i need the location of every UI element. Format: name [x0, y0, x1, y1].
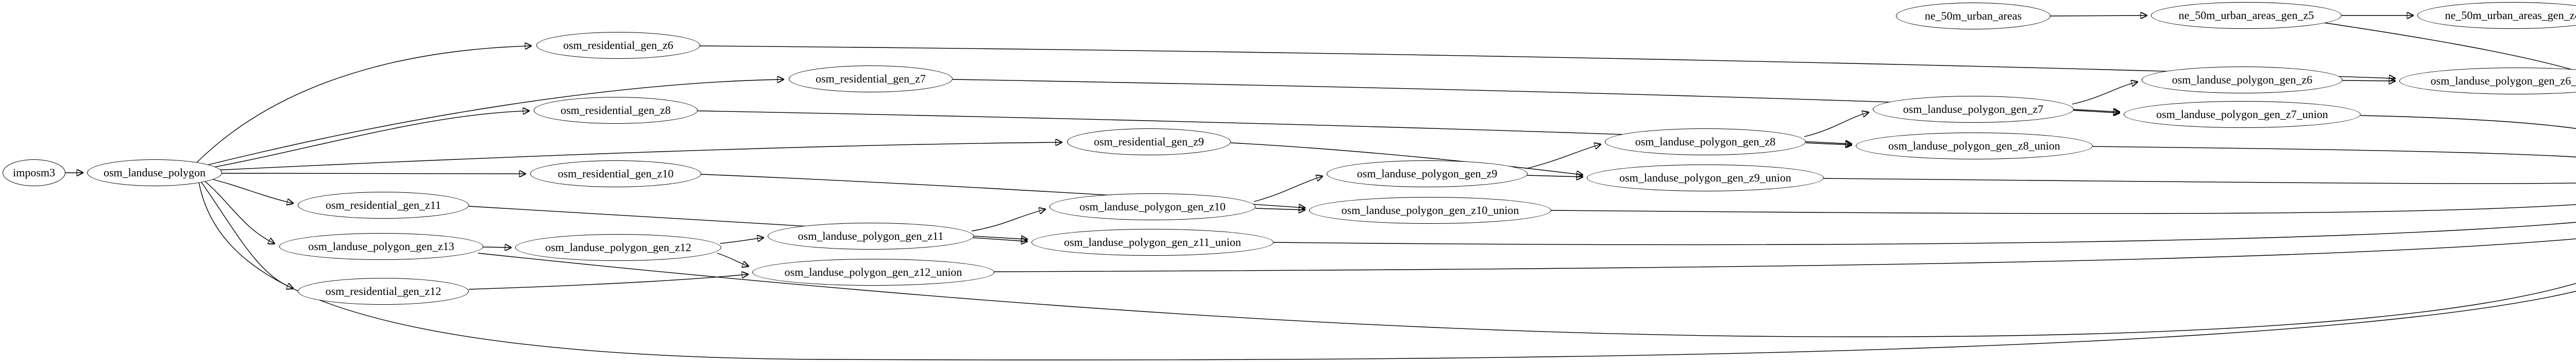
edge-osm_landuse_polygon_gen_z13-to-osm_landuse_polygon_gen_z12: [483, 247, 511, 248]
node-label: osm_landuse_polygon_gen_z12_union: [784, 266, 962, 278]
node-osm_landuse_polygon_gen_z9: osm_landuse_polygon_gen_z9: [1327, 160, 1528, 187]
edge-osm_landuse_polygon_gen_z10_union-to-layer_landuse-z10: [1551, 204, 2576, 214]
edge-osm_landuse_polygon_gen_z12_union-to-layer_landuse-z12: [994, 238, 2576, 272]
node-label: osm_residential_gen_z8: [561, 104, 671, 117]
node-osm_residential_gen_z9: osm_residential_gen_z9: [1067, 128, 1231, 155]
node-label: osm_landuse_polygon_gen_z7_union: [2156, 108, 2328, 121]
edge-osm_landuse_polygon_gen_z7_union-to-layer_landuse-z7: [2360, 115, 2576, 129]
node-label: osm_landuse_polygon_gen_z8: [1635, 135, 1776, 148]
edge-osm_landuse_polygon-to-osm_landuse_polygon_gen_z13: [203, 179, 274, 243]
node-label: osm_residential_gen_z7: [816, 72, 926, 85]
edge-osm_landuse_polygon_gen_z12-to-osm_landuse_polygon_gen_z11: [720, 238, 763, 244]
node-osm_residential_gen_z11: osm_residential_gen_z11: [298, 192, 469, 219]
node-osm_residential_gen_z10: osm_residential_gen_z10: [530, 160, 701, 187]
edge-osm_residential_gen_z6-to-osm_landuse_polygon_gen_z6_union: [700, 45, 2395, 78]
edge-osm_landuse_polygon_gen_z8-to-osm_landuse_polygon_gen_z8_union: [1805, 143, 1851, 145]
node-osm_landuse_polygon: osm_landuse_polygon: [87, 159, 222, 186]
node-label: osm_residential_gen_z12: [325, 285, 442, 298]
node-label: osm_residential_gen_z10: [557, 167, 674, 180]
node-label: ne_50m_urban_areas: [1924, 9, 2022, 22]
node-label: osm_landuse_polygon_gen_z11: [798, 229, 944, 242]
edge-ne_50m_urban_areas-to-ne_50m_urban_areas_gen_z5: [2050, 15, 2146, 16]
node-osm_landuse_polygon_gen_z13: osm_landuse_polygon_gen_z13: [279, 233, 483, 260]
node-label: osm_landuse_polygon_gen_z6_union: [2430, 74, 2576, 87]
node-osm_landuse_polygon_gen_z7_union: osm_landuse_polygon_gen_z7_union: [2124, 101, 2361, 128]
edge-osm_residential_gen_z12-to-osm_landuse_polygon_gen_z12_union: [468, 274, 748, 290]
edge-osm_landuse_polygon_gen_z13-to-layer_landuse-z13: [478, 253, 2576, 337]
edge-osm_landuse_polygon-to-osm_residential_gen_z7: [205, 79, 783, 166]
edge-osm_landuse_polygon-to-osm_residential_gen_z12: [200, 181, 293, 288]
edge-osm_landuse_polygon-to-osm_residential_gen_z8: [208, 111, 529, 169]
node-osm_landuse_polygon_gen_z11: osm_landuse_polygon_gen_z11: [768, 223, 974, 250]
node-osm_landuse_polygon_gen_z10: osm_landuse_polygon_gen_z10: [1049, 193, 1256, 220]
node-label: osm_landuse_polygon_gen_z11_union: [1064, 236, 1241, 249]
edge-osm_landuse_polygon_gen_z9-to-osm_landuse_polygon_gen_z8: [1526, 144, 1600, 169]
edge-osm_landuse_polygon_gen_z11-to-osm_landuse_polygon_gen_z11_union: [973, 237, 1027, 241]
edge-osm_landuse_polygon_gen_z11-to-osm_landuse_polygon_gen_z10: [971, 209, 1045, 232]
node-osm_landuse_polygon_gen_z10_union: osm_landuse_polygon_gen_z10_union: [1309, 197, 1551, 224]
node-osm_landuse_polygon_gen_z6: osm_landuse_polygon_gen_z6: [2142, 67, 2343, 93]
node-label: osm_landuse_polygon_gen_z9_union: [1619, 171, 1791, 184]
node-label: ne_50m_urban_areas_gen_z4: [2445, 9, 2576, 22]
node-label: osm_residential_gen_z9: [1094, 135, 1204, 148]
edge-osm_landuse_polygon_gen_z6-to-osm_landuse_polygon_gen_z6_union: [2342, 80, 2395, 81]
node-osm_landuse_polygon_gen_z12: osm_landuse_polygon_gen_z12: [515, 234, 721, 261]
edge-osm_landuse_polygon_gen_z10-to-osm_landuse_polygon_gen_z10_union: [1255, 208, 1304, 210]
edge-osm_landuse_polygon_gen_z8-to-osm_landuse_polygon_gen_z7: [1804, 112, 1868, 137]
edge-osm_landuse_polygon-to-osm_residential_gen_z9: [215, 142, 1061, 171]
edge-ne_50m_urban_areas_gen_z5-to-layer_landuse-z5: [2323, 22, 2576, 71]
edge-osm_landuse_polygon-to-osm_residential_gen_z10: [222, 173, 525, 174]
node-label: osm_landuse_polygon_gen_z6: [2172, 73, 2313, 86]
node-osm_residential_gen_z12: osm_residential_gen_z12: [298, 278, 469, 305]
node-osm_landuse_polygon_gen_z8_union: osm_landuse_polygon_gen_z8_union: [1856, 133, 2093, 159]
edge-osm_landuse_polygon_gen_z7-to-osm_landuse_polygon_gen_z6: [2072, 82, 2137, 105]
edge-osm_landuse_polygon_gen_z9-to-osm_landuse_polygon_gen_z9_union: [1527, 175, 1582, 177]
node-osm_landuse_polygon_gen_z12_union: osm_landuse_polygon_gen_z12_union: [752, 259, 994, 286]
node-osm_landuse_polygon_gen_z7: osm_landuse_polygon_gen_z7: [1873, 96, 2074, 123]
edge-osm_landuse_polygon-to-osm_residential_gen_z6: [196, 46, 531, 163]
node-imposm3: imposm3: [3, 159, 65, 186]
edge-osm_landuse_polygon_gen_z10-to-osm_landuse_polygon_gen_z9: [1253, 176, 1322, 202]
edge-osm_residential_gen_z9-to-osm_landuse_polygon_gen_z9_union: [1230, 142, 1582, 175]
edge-osm_landuse_polygon_gen_z11_union-to-layer_landuse-z11: [1273, 222, 2576, 245]
node-label: osm_landuse_polygon_gen_z9: [1357, 167, 1498, 180]
node-label: osm_residential_gen_z6: [563, 39, 673, 52]
edge-osm_landuse_polygon_gen_z12-to-osm_landuse_polygon_gen_z12_union: [717, 253, 748, 266]
node-osm_residential_gen_z6: osm_residential_gen_z6: [536, 32, 700, 59]
node-osm_residential_gen_z7: osm_residential_gen_z7: [789, 65, 953, 92]
node-label: osm_landuse_polygon_gen_z13: [308, 240, 454, 253]
node-osm_landuse_polygon_gen_z9_union: osm_landuse_polygon_gen_z9_union: [1587, 164, 1824, 191]
node-osm_residential_gen_z8: osm_residential_gen_z8: [534, 97, 698, 124]
node-label: osm_residential_gen_z11: [325, 199, 442, 211]
node-osm_landuse_polygon_gen_z11_union: osm_landuse_polygon_gen_z11_union: [1031, 229, 1274, 256]
edge-osm_landuse_polygon_gen_z7-to-osm_landuse_polygon_gen_z7_union: [2073, 110, 2119, 113]
node-label: osm_landuse_polygon_gen_z10_union: [1341, 204, 1519, 217]
node-ne_50m_urban_areas_gen_z5: ne_50m_urban_areas_gen_z5: [2151, 2, 2342, 29]
node-osm_landuse_polygon_gen_z8: osm_landuse_polygon_gen_z8: [1605, 128, 1806, 155]
edge-osm_landuse_polygon_gen_z8_union-to-layer_landuse-z8: [2092, 146, 2576, 158]
node-osm_landuse_polygon_gen_z6_union: osm_landuse_polygon_gen_z6_union: [2399, 68, 2576, 94]
node-label: osm_landuse_polygon_gen_z8_union: [1888, 139, 2060, 152]
edge-osm_landuse_polygon-to-osm_residential_gen_z11: [207, 177, 293, 203]
edge-osm_landuse_polygon_gen_z9_union-to-layer_landuse-z9: [1823, 178, 2576, 184]
edge-osm_landuse_polygon-to-layer_landuse-z14: [198, 182, 2576, 360]
node-label: osm_landuse_polygon_gen_z10: [1079, 200, 1226, 213]
node-label: osm_landuse_polygon_gen_z7: [1903, 103, 2044, 116]
node-label: osm_landuse_polygon: [104, 166, 206, 179]
node-label: ne_50m_urban_areas_gen_z5: [2178, 9, 2314, 22]
node-ne_50m_urban_areas: ne_50m_urban_areas: [1896, 3, 2050, 29]
node-label: osm_landuse_polygon_gen_z12: [545, 241, 691, 254]
node-label: imposm3: [13, 166, 55, 179]
node-ne_50m_urban_areas_gen_z4: ne_50m_urban_areas_gen_z4: [2417, 2, 2576, 29]
